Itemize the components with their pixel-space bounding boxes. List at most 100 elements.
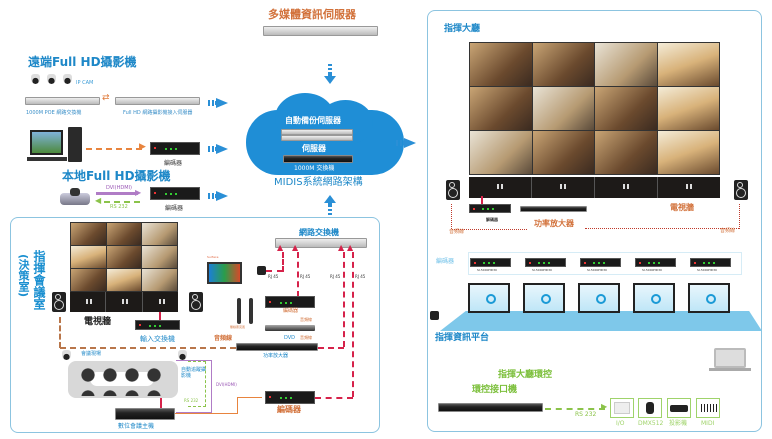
arrow-head-icon: ▶ (601, 402, 608, 411)
backup-server (281, 135, 353, 141)
environment-control-title: 指揮大廳環控 (498, 370, 553, 380)
camera-lens-icon (70, 188, 80, 196)
arrow-head-icon: ▲ (338, 243, 345, 252)
local-camera-title: 本地Full HD攝影機 (62, 169, 171, 183)
ip-camera-icon (47, 74, 56, 84)
tablet[interactable] (207, 262, 242, 284)
wireless-receiver (430, 311, 439, 320)
wireless-receiver (257, 266, 266, 275)
hall-video-wall (469, 42, 720, 175)
rj45-line (318, 347, 344, 349)
power-amplifier (236, 343, 318, 351)
microphone-icon (249, 298, 253, 324)
network-architecture-title: MIDIS系統網路架構 (274, 177, 363, 188)
right-arrow-icon (208, 191, 230, 201)
arrow-head-icon: ▲ (277, 243, 284, 252)
rj45-label: RJ 45 (268, 274, 279, 279)
audio-line-label: 音頻線 (300, 335, 312, 340)
ptz-camera (60, 193, 90, 205)
dvd-player (265, 325, 315, 331)
video-wall-cabinet (469, 177, 720, 198)
dashed-arrow (86, 148, 142, 150)
audio-line (739, 204, 740, 229)
encoder (580, 258, 621, 267)
camera-server-label: Full HD 網路攝影機接入伺服器 (123, 110, 193, 116)
monitor-icon (30, 130, 63, 155)
camera-server (115, 97, 200, 105)
bidirectional-arrow-icon: ⇄ (102, 93, 110, 103)
rj45-line (352, 252, 354, 397)
arrow-head-icon: ▶ (135, 188, 142, 197)
audio-line (451, 204, 452, 229)
audio-line (59, 317, 61, 348)
audio-line-label: 音頻線 (300, 317, 312, 322)
orange-line (175, 397, 238, 414)
encoder-label: 編碼器 (165, 205, 184, 212)
rs232-line (188, 361, 206, 407)
audio-line (60, 347, 236, 349)
encoder-model: SI-5000HD30 (697, 268, 717, 272)
projector-device (667, 398, 691, 418)
environment-interface-label: 環控接口機 (472, 385, 518, 395)
speaker-icon (734, 180, 748, 200)
rj45-line (343, 252, 345, 347)
up-arrow-icon (324, 195, 336, 215)
speaker-icon (446, 180, 460, 200)
red-arrow (159, 312, 161, 320)
encoder-model: SI-5000HD30 (532, 268, 552, 272)
command-hall-title: 指揮大廳 (444, 24, 481, 34)
rj45-line (297, 252, 299, 297)
backup-server-label: 自動備份伺服器 (285, 116, 341, 125)
arrow-head-icon: ◀ (95, 196, 102, 205)
encoder (470, 258, 511, 267)
meeting-room-title: 指揮會議室 (32, 250, 46, 310)
device-label: 投影機 (669, 420, 688, 427)
encoder (635, 258, 676, 267)
conference-host-label: 數位會議主機 (118, 423, 155, 430)
monitor (633, 283, 675, 313)
amplifier-label: 功率放大器 (263, 353, 289, 359)
red-arrow (160, 398, 162, 408)
command-hall-panel (427, 10, 762, 432)
camera-icon (178, 350, 187, 360)
laptop-icon (714, 348, 746, 368)
audio-line-label: 音頻線 (214, 335, 233, 342)
backup-server (281, 129, 353, 135)
rs232-label: RS 232 (575, 411, 597, 418)
video-wall-label: 電視牆 (84, 317, 112, 327)
speaker-icon (52, 292, 66, 312)
io-device (610, 398, 634, 418)
dvi-line (176, 360, 212, 413)
remote-camera-title: 遠端Full HD攝影機 (28, 55, 137, 69)
monitor (468, 283, 510, 313)
ip-cam-label: IP CAM (76, 80, 94, 86)
speaker-icon (189, 292, 203, 312)
hall-amplifier-label: 功率放大器 (534, 219, 574, 228)
dvd-label: DVD (284, 335, 296, 341)
video-wall (70, 222, 178, 292)
core-switch (283, 155, 353, 163)
encoder (525, 258, 566, 267)
input-switcher (135, 320, 180, 330)
encoder (265, 296, 315, 308)
tracking-camera-label: 自動追蹤攝影機 (181, 367, 207, 379)
rj45-line (315, 397, 353, 399)
server-label: 伺服器 (302, 144, 326, 153)
poe-switch (25, 97, 100, 105)
monitor (523, 283, 565, 313)
rs232-line (545, 408, 605, 410)
meeting-room-panel (10, 217, 380, 433)
media-server-label: 多媒體資訊伺服器 (268, 8, 356, 21)
encoder (150, 142, 200, 155)
video-wall-cabinet (70, 292, 178, 312)
input-switcher-label: 輸入交換機 (140, 335, 175, 343)
right-arrow-icon (208, 98, 230, 108)
rj45-label: RJ 45 (300, 274, 311, 279)
encoder-label: 編碼器 (283, 308, 299, 314)
rj45-line (266, 270, 283, 272)
device-label: DMX512 (638, 420, 664, 427)
encoder-model: SI-5000HD30 (642, 268, 662, 272)
poe-switch-label: 1000M POE 網路交換機 (26, 110, 82, 116)
encoder-label: 編碼器 (277, 405, 301, 414)
network-switch-label: 網路交換機 (299, 228, 339, 237)
